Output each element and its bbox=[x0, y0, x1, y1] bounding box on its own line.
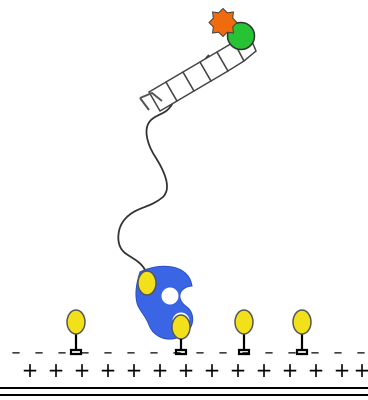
membrane-negative-symbol: – bbox=[334, 342, 343, 363]
membrane-negative-symbol: – bbox=[12, 342, 21, 363]
membrane-negative-symbol: – bbox=[242, 342, 251, 363]
membrane-negative-symbol: – bbox=[150, 342, 159, 363]
membrane-positive-symbol: + bbox=[308, 358, 325, 382]
orange-star-icon bbox=[208, 7, 238, 38]
membrane-positive-symbol: + bbox=[100, 358, 117, 382]
free-yellow-ligand bbox=[292, 309, 312, 335]
green-tag-icon bbox=[226, 21, 256, 51]
bound-yellow-ligand bbox=[137, 270, 157, 296]
membrane-positive-symbol: + bbox=[334, 358, 351, 382]
membrane-negative-symbol: – bbox=[35, 342, 44, 363]
membrane-negative-symbol: – bbox=[173, 342, 182, 363]
membrane-positive-symbol: + bbox=[204, 358, 221, 382]
arrow-head-back bbox=[139, 97, 150, 111]
membrane-negative-symbol: – bbox=[58, 342, 67, 363]
membrane-negative-symbol: – bbox=[196, 342, 205, 363]
membrane-positive-symbol: + bbox=[152, 358, 169, 382]
membrane-negative-symbol: – bbox=[81, 342, 90, 363]
free-yellow-ligand bbox=[66, 309, 86, 335]
membrane-negative-symbol: – bbox=[357, 342, 366, 363]
membrane-positive-symbol: + bbox=[48, 358, 65, 382]
ligand-stem bbox=[69, 334, 83, 356]
ligand-stem bbox=[174, 339, 188, 356]
membrane-positive-symbol: + bbox=[74, 358, 91, 382]
membrane-negative-symbol: – bbox=[311, 342, 320, 363]
membrane-positive-symbol: + bbox=[282, 358, 299, 382]
ligand-stem bbox=[237, 334, 251, 356]
ligand-stems bbox=[69, 334, 309, 356]
membrane-positive-symbol: + bbox=[22, 358, 39, 382]
ligand-stem bbox=[295, 334, 309, 356]
membrane-negative-symbol: – bbox=[104, 342, 113, 363]
free-yellow-ligand bbox=[234, 309, 254, 335]
arrow-head bbox=[139, 91, 163, 102]
membrane-negative-row: – – – – – – – – – – – – – – – – bbox=[12, 342, 366, 363]
membrane-negative-symbol: – bbox=[265, 342, 274, 363]
membrane-positive-symbol: + bbox=[230, 358, 247, 382]
bound-yellow-ligand bbox=[171, 314, 191, 340]
membrane-positive-symbol: + bbox=[256, 358, 273, 382]
blue-protein-cutout bbox=[161, 287, 179, 305]
membrane-positive-row: + + + + + + + + + + + + + + bbox=[22, 358, 368, 382]
membrane-negative-symbol: – bbox=[288, 342, 297, 363]
membrane-negative-symbol: – bbox=[127, 342, 136, 363]
membrane-positive-symbol: + bbox=[354, 358, 368, 382]
membrane-positive-symbol: + bbox=[178, 358, 195, 382]
membrane-positive-symbol: + bbox=[126, 358, 143, 382]
membrane-negative-symbol: – bbox=[219, 342, 228, 363]
